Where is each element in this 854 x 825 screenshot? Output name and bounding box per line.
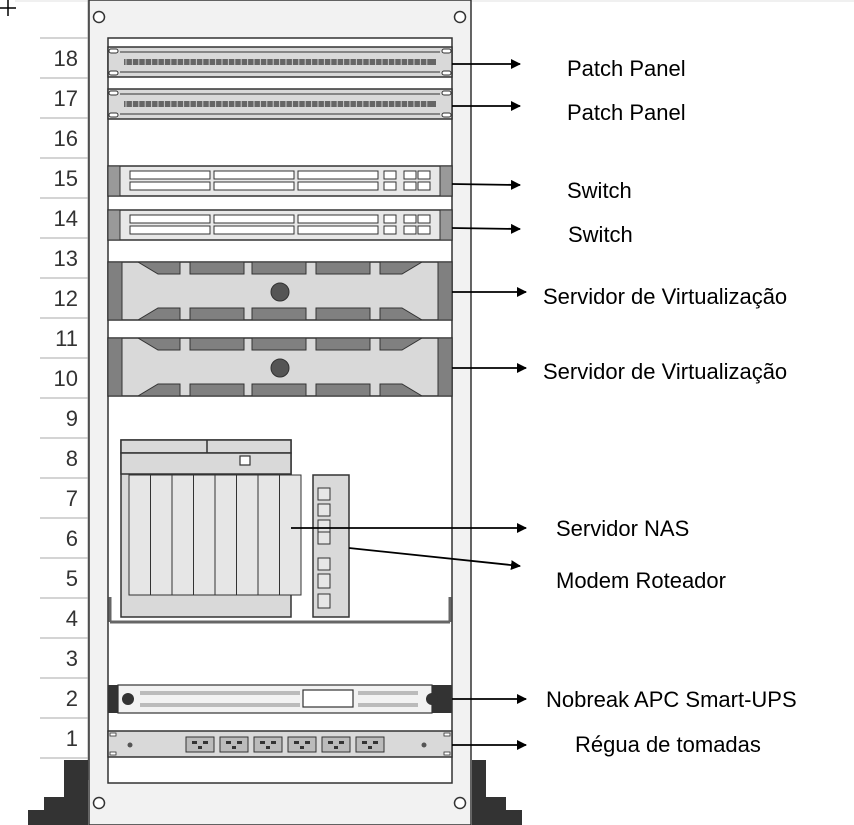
server-10	[107, 337, 453, 397]
mount-slot-icon	[441, 48, 452, 54]
unit-number: 7	[66, 486, 78, 511]
rack-screw-icon	[92, 796, 106, 810]
arrow-switch-14	[451, 223, 521, 234]
label-patch-panel-17: Patch Panel	[567, 100, 686, 125]
unit-number: 8	[66, 446, 78, 471]
drive-bay	[214, 474, 237, 596]
drive-bay	[236, 474, 259, 596]
switch-14	[107, 209, 453, 241]
label-switch-15: Switch	[567, 178, 632, 203]
unit-number: 1	[66, 726, 78, 751]
server-12	[107, 261, 453, 321]
mount-slot-icon	[108, 70, 119, 76]
drive-bay	[150, 474, 173, 596]
unit-number: 9	[66, 406, 78, 431]
unit-number: 15	[54, 166, 78, 191]
power-strip-device	[107, 730, 453, 758]
switches	[107, 165, 453, 241]
mount-slot-icon	[108, 90, 119, 96]
outlet-icon	[355, 736, 385, 753]
port-icon	[403, 214, 417, 224]
patch-panel-17	[107, 88, 453, 120]
port-icon	[383, 214, 397, 224]
unit-number: 2	[66, 686, 78, 711]
label-ups: Nobreak APC Smart-UPS	[546, 687, 797, 712]
label-server-10: Servidor de Virtualização	[543, 359, 787, 384]
unit-number: 6	[66, 526, 78, 551]
arrow-switch-15	[451, 179, 521, 190]
mount-slot-icon	[441, 112, 452, 118]
port-icon	[383, 181, 397, 191]
unit-number: 13	[54, 246, 78, 271]
arrow-modem	[348, 547, 521, 571]
port-icon	[317, 531, 331, 545]
unit-number: 18	[54, 46, 78, 71]
unit-number-column: 18 17 16 15 14 13 12 11 10 9 8 7 6 5 4 3 2 1	[40, 0, 89, 780]
mount-slot-icon	[441, 90, 452, 96]
drive-bay	[171, 474, 194, 596]
port-icon	[417, 214, 431, 224]
port-icon	[317, 593, 331, 609]
unit-number: 3	[66, 646, 78, 671]
outlet-icon	[219, 736, 249, 753]
port-icon	[317, 487, 331, 501]
mount-slot-icon	[108, 48, 119, 54]
unit-number: 10	[54, 366, 78, 391]
unit-number: 14	[54, 206, 78, 231]
switch-15	[107, 165, 453, 197]
rack-foot-left	[28, 760, 88, 825]
drive-bay	[128, 474, 151, 596]
servers	[107, 261, 453, 397]
drive-bay	[193, 474, 216, 596]
rack-screw-icon	[453, 796, 467, 810]
rack-screw-icon	[92, 10, 106, 24]
patch-panel-18	[107, 46, 453, 78]
power-button-icon	[270, 358, 290, 378]
mount-slot-icon	[108, 112, 119, 118]
mount-slot-icon	[441, 70, 452, 76]
rack-foot-right	[472, 760, 522, 825]
port-icon	[403, 170, 417, 180]
rack-screw-icon	[453, 10, 467, 24]
port-icon	[403, 225, 417, 235]
outlet-icon	[253, 736, 283, 753]
port-icon	[417, 170, 431, 180]
label-nas: Servidor NAS	[556, 516, 689, 541]
port-icon	[383, 170, 397, 180]
unit-number: 5	[66, 566, 78, 591]
outlet-icon	[185, 736, 215, 753]
unit-number: 16	[54, 126, 78, 151]
label-patch-panel-18: Patch Panel	[567, 56, 686, 81]
drive-bay	[279, 474, 302, 596]
drive-bay	[257, 474, 280, 596]
outlet-icon	[287, 736, 317, 753]
port-icon	[317, 519, 331, 533]
rack-shelf	[108, 597, 452, 624]
unit-number: 17	[54, 86, 78, 111]
patch-panels	[107, 46, 453, 120]
port-icon	[383, 225, 397, 235]
power-button-icon	[270, 282, 290, 302]
label-server-12: Servidor de Virtualização	[543, 284, 787, 309]
label-modem: Modem Roteador	[556, 568, 726, 593]
port-icon	[417, 225, 431, 235]
ups-device	[108, 684, 452, 714]
port-icon	[403, 181, 417, 191]
label-switch-14: Switch	[568, 222, 633, 247]
unit-number: 11	[55, 326, 78, 351]
port-icon	[317, 573, 331, 589]
port-icon	[317, 503, 331, 517]
port-icon	[317, 557, 331, 571]
label-power-strip: Régua de tomadas	[575, 732, 761, 757]
outlet-icon	[321, 736, 351, 753]
unit-number: 4	[66, 606, 78, 631]
device-labels: Patch Panel Patch Panel Switch Switch Se…	[543, 56, 797, 757]
port-icon	[417, 181, 431, 191]
crosshair-cursor-icon	[0, 0, 16, 16]
callout-arrows	[291, 59, 527, 750]
unit-number: 12	[54, 286, 78, 311]
modem-device	[312, 474, 350, 618]
nas-device	[120, 439, 302, 618]
